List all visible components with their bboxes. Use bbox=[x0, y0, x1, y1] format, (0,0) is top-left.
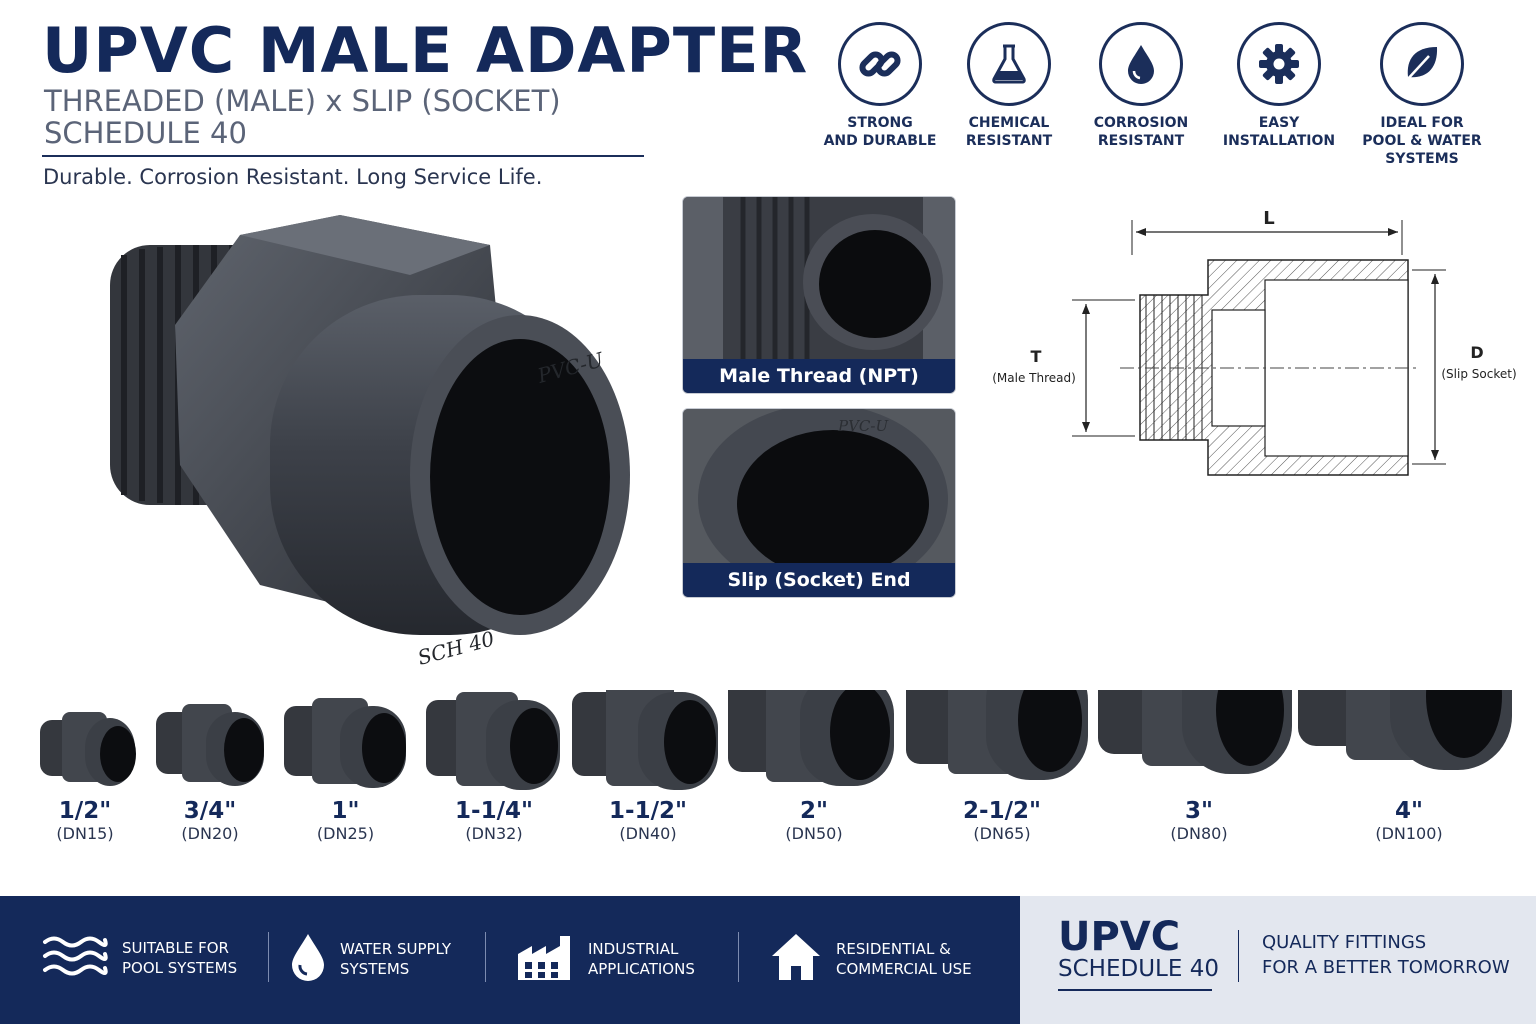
water-drop-icon bbox=[1099, 22, 1183, 106]
size-label: 1" bbox=[331, 798, 360, 824]
size-label: 1-1/4" bbox=[455, 798, 533, 824]
length-label: L bbox=[1263, 208, 1274, 229]
factory-icon bbox=[516, 932, 574, 986]
size-label: 1/2" bbox=[58, 798, 112, 824]
inset-male-thread: Male Thread (NPT) bbox=[682, 196, 956, 394]
size-label: 3/4" bbox=[183, 798, 237, 824]
size-item-1-1-4: 1-1/4" (DN32) bbox=[420, 690, 568, 843]
feature-label: CORROSION RESISTANT bbox=[1093, 115, 1189, 149]
socket-label: D bbox=[1470, 343, 1483, 362]
hero-adapter-image: PVC-U SCH 40 bbox=[90, 205, 650, 675]
brand-underline bbox=[1058, 989, 1212, 991]
brand-panel bbox=[1020, 896, 1536, 1024]
feature-label: CHEMICAL RESISTANT bbox=[965, 115, 1053, 149]
size-dn: (DN100) bbox=[1375, 824, 1443, 843]
application-label: SUITABLE FOR POOL SYSTEMS bbox=[122, 939, 238, 977]
application-water-supply: WATER SUPPLY SYSTEMS bbox=[290, 932, 451, 986]
feature-label: IDEAL FOR POOL & WATER SYSTEMS bbox=[1362, 115, 1482, 167]
feature-chemical-resistant: CHEMICAL RESISTANT bbox=[934, 22, 1084, 150]
size-item-4: 4" (DN100) bbox=[1296, 604, 1522, 843]
size-dn: (DN80) bbox=[1170, 824, 1228, 843]
gear-icon bbox=[1237, 22, 1321, 106]
socket-desc: (Slip Socket) bbox=[1441, 367, 1516, 381]
size-dn: (DN15) bbox=[56, 824, 114, 843]
socket-marking: PVC-U bbox=[837, 417, 889, 435]
inset-caption-thread: Male Thread (NPT) bbox=[683, 359, 955, 393]
size-item-1-2: 1/2" (DN15) bbox=[30, 690, 140, 843]
house-icon bbox=[770, 932, 822, 986]
flask-icon bbox=[967, 22, 1051, 106]
application-pool: SUITABLE FOR POOL SYSTEMS bbox=[42, 932, 237, 984]
brand-divider bbox=[1238, 930, 1239, 982]
size-label: 3" bbox=[1185, 798, 1213, 824]
bar-divider bbox=[485, 932, 486, 982]
inset-slip-socket: PVC-U Slip (Socket) End bbox=[682, 408, 956, 598]
page-title: UPVC MALE ADAPTER bbox=[42, 14, 809, 87]
dimension-diagram: L T (Male Thread) D (Slip bbox=[980, 200, 1520, 490]
brand-name: UPVC bbox=[1058, 914, 1181, 960]
size-item-1-1-2: 1-1/2" (DN40) bbox=[568, 682, 728, 843]
feature-strong-durable: STRONG AND DURABLE bbox=[805, 22, 955, 150]
size-item-2-1-2: 2-1/2" (DN65) bbox=[904, 646, 1100, 843]
chain-link-icon bbox=[838, 22, 922, 106]
size-item-2: 2" (DN50) bbox=[724, 664, 904, 843]
bar-divider bbox=[738, 932, 739, 982]
feature-easy-installation: EASY INSTALLATION bbox=[1204, 22, 1354, 150]
application-residential: RESIDENTIAL & COMMERCIAL USE bbox=[770, 932, 972, 986]
application-label: WATER SUPPLY SYSTEMS bbox=[340, 940, 452, 978]
size-label: 1-1/2" bbox=[609, 798, 687, 824]
size-dn: (DN50) bbox=[785, 824, 843, 843]
waves-icon bbox=[42, 932, 108, 984]
size-dn: (DN25) bbox=[316, 824, 375, 843]
size-dn: (DN32) bbox=[465, 824, 523, 843]
tagline: Durable. Corrosion Resistant. Long Servi… bbox=[43, 165, 543, 189]
size-label: 2" bbox=[800, 798, 828, 824]
size-item-3-4: 3/4" (DN20) bbox=[150, 690, 270, 843]
feature-corrosion-resistant: CORROSION RESISTANT bbox=[1066, 22, 1216, 150]
inset-caption-socket: Slip (Socket) End bbox=[683, 563, 955, 597]
size-dn: (DN65) bbox=[973, 824, 1031, 843]
bar-divider bbox=[268, 932, 269, 982]
size-label: 4" bbox=[1395, 798, 1423, 824]
brand-schedule: SCHEDULE 40 bbox=[1058, 956, 1219, 982]
feature-label: STRONG AND DURABLE bbox=[823, 115, 937, 149]
application-industrial: INDUSTRIAL APPLICATIONS bbox=[516, 932, 695, 986]
size-item-3: 3" (DN80) bbox=[1096, 628, 1302, 843]
feature-label: EASY INSTALLATION bbox=[1222, 115, 1336, 149]
thread-desc: (Male Thread) bbox=[992, 371, 1076, 385]
leaf-icon bbox=[1380, 22, 1464, 106]
size-label: 2-1/2" bbox=[963, 798, 1041, 824]
water-drop-icon bbox=[290, 932, 326, 986]
brand-slogan: QUALITY FITTINGS FOR A BETTER TOMORROW bbox=[1262, 932, 1510, 978]
applications-bar bbox=[0, 896, 1020, 1024]
subtitle-schedule: SCHEDULE 40 bbox=[44, 116, 247, 150]
subtitle-connection-type: THREADED (MALE) x SLIP (SOCKET) bbox=[44, 84, 561, 118]
size-dn: (DN20) bbox=[181, 824, 239, 843]
feature-pool-water: IDEAL FOR POOL & WATER SYSTEMS bbox=[1347, 22, 1497, 168]
application-label: RESIDENTIAL & COMMERCIAL USE bbox=[836, 940, 972, 978]
application-label: INDUSTRIAL APPLICATIONS bbox=[588, 940, 695, 978]
size-dn: (DN40) bbox=[619, 824, 677, 843]
size-item-1: 1" (DN25) bbox=[278, 690, 413, 843]
thread-label: T bbox=[1031, 347, 1042, 366]
header-divider bbox=[42, 155, 644, 157]
